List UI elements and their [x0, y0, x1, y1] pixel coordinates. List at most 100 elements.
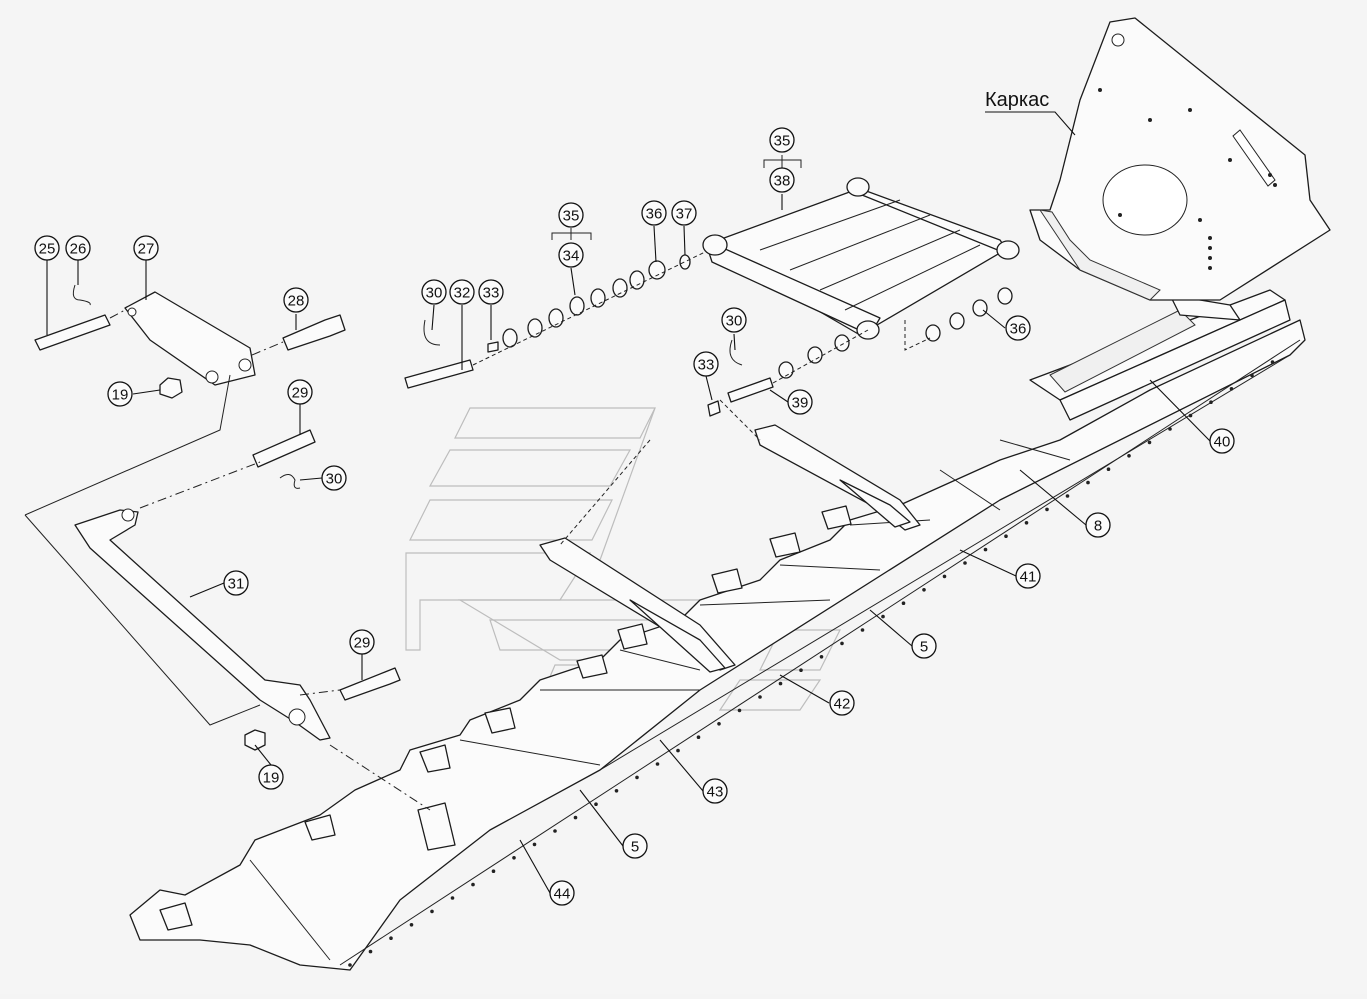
callout-number: 34 [563, 248, 580, 265]
bushing-row-right [707, 287, 1013, 417]
callout-circle [1015, 563, 1041, 589]
callout-c30a: 30 [321, 465, 347, 491]
rivet-holes [348, 360, 1275, 967]
callout-circle [107, 381, 133, 407]
rivet-hole [819, 655, 824, 659]
callout-circle [549, 880, 575, 906]
callout-number: 26 [70, 241, 87, 258]
construction-lines [24, 251, 931, 811]
carcass-plate [1029, 17, 1331, 301]
rivet-hole [1127, 454, 1131, 458]
callout-circle [787, 389, 813, 415]
callout-c35b: 35 [769, 127, 795, 153]
callout-circle [1209, 428, 1235, 454]
rivet-hole [737, 708, 742, 713]
callout-c40: 40 [1209, 428, 1235, 454]
rivet-hole [983, 547, 988, 552]
rivet-hole [614, 789, 619, 793]
callout-number: 27 [138, 241, 155, 258]
rivet-hole [1270, 360, 1275, 364]
callout-number: 36 [646, 206, 663, 223]
arm-31 [74, 508, 331, 741]
rivet-hole [860, 628, 865, 632]
callout-number: 38 [774, 173, 791, 190]
callout-number: 8 [1094, 518, 1102, 535]
rivet-hole [901, 601, 906, 605]
callout-number: 44 [554, 886, 571, 903]
callout-c44: 44 [549, 880, 575, 906]
callout-c29b: 29 [349, 629, 375, 655]
callout-number: 5 [631, 839, 639, 856]
callout-c29a: 29 [287, 379, 313, 405]
callout-circle [829, 690, 855, 716]
callout-number: 43 [707, 784, 724, 801]
rivet-hole [491, 869, 496, 873]
callout-number: 31 [228, 576, 245, 593]
callout-circle [321, 465, 347, 491]
callout-number: 41 [1020, 569, 1037, 586]
callout-circle [558, 242, 584, 268]
rivet-hole [1106, 467, 1111, 472]
rivet-hole [881, 614, 885, 619]
rivet-hole [717, 722, 721, 726]
callout-c36a: 36 [641, 200, 667, 226]
callout-c25: 25 [34, 235, 60, 261]
callout-circle [258, 764, 284, 790]
rivet-hole [840, 641, 844, 646]
rivet-hole [635, 775, 639, 780]
callout-c38: 38 [769, 167, 795, 193]
callout-number: 25 [39, 241, 56, 258]
callout-number: 32 [454, 285, 471, 302]
callout-number: 30 [326, 471, 343, 488]
rivet-hole [1004, 534, 1008, 538]
rivet-hole [922, 588, 926, 592]
callout-circle [133, 235, 159, 261]
rivet-hole [1229, 387, 1234, 391]
nut-19-upper [159, 377, 183, 399]
nut-19-lower [244, 729, 266, 751]
callout-circle [223, 570, 249, 596]
rivet-hole [512, 856, 516, 860]
rivet-hole [676, 748, 680, 753]
callout-c30c: 30 [721, 307, 747, 333]
callout-circle [721, 307, 747, 333]
callout-circle [702, 778, 728, 804]
leader-lines [46, 194, 1211, 894]
rivet-hole [553, 829, 557, 833]
rivet-hole [963, 561, 967, 565]
callout-number: 40 [1214, 434, 1231, 451]
rivet-hole [573, 815, 578, 820]
callout-number: 39 [792, 395, 809, 412]
callout-circle [558, 202, 584, 228]
callout-c31: 31 [223, 570, 249, 596]
callout-c35a: 35 [558, 202, 584, 228]
rivet-hole [532, 842, 537, 847]
bracket-35-right [763, 155, 802, 168]
callout-c5a: 5 [911, 633, 937, 659]
callout-circle [693, 351, 719, 377]
callout-circle [1005, 315, 1031, 341]
callout-circle [349, 629, 375, 655]
callout-circle [671, 200, 697, 226]
rivet-hole [1147, 440, 1152, 445]
callout-circle [622, 833, 648, 859]
callout-c34: 34 [558, 242, 584, 268]
callout-number: 5 [920, 639, 928, 656]
bolt-28 [282, 314, 346, 351]
callout-number: 33 [483, 285, 500, 302]
frame-label: Каркас [985, 89, 1049, 111]
callout-number: 37 [676, 206, 693, 223]
rivet-hole [778, 681, 783, 686]
rivet-hole [655, 762, 660, 766]
rivet-hole [409, 923, 414, 927]
callout-c37: 37 [671, 200, 697, 226]
rivet-hole [1086, 480, 1090, 485]
callout-c42: 42 [829, 690, 855, 716]
rivet-hole [389, 936, 393, 940]
rivet-hole [799, 668, 803, 672]
callout-c33a: 33 [478, 279, 504, 305]
linkage-upper [754, 424, 921, 531]
callout-circle [287, 379, 313, 405]
rivet-hole [348, 963, 352, 967]
